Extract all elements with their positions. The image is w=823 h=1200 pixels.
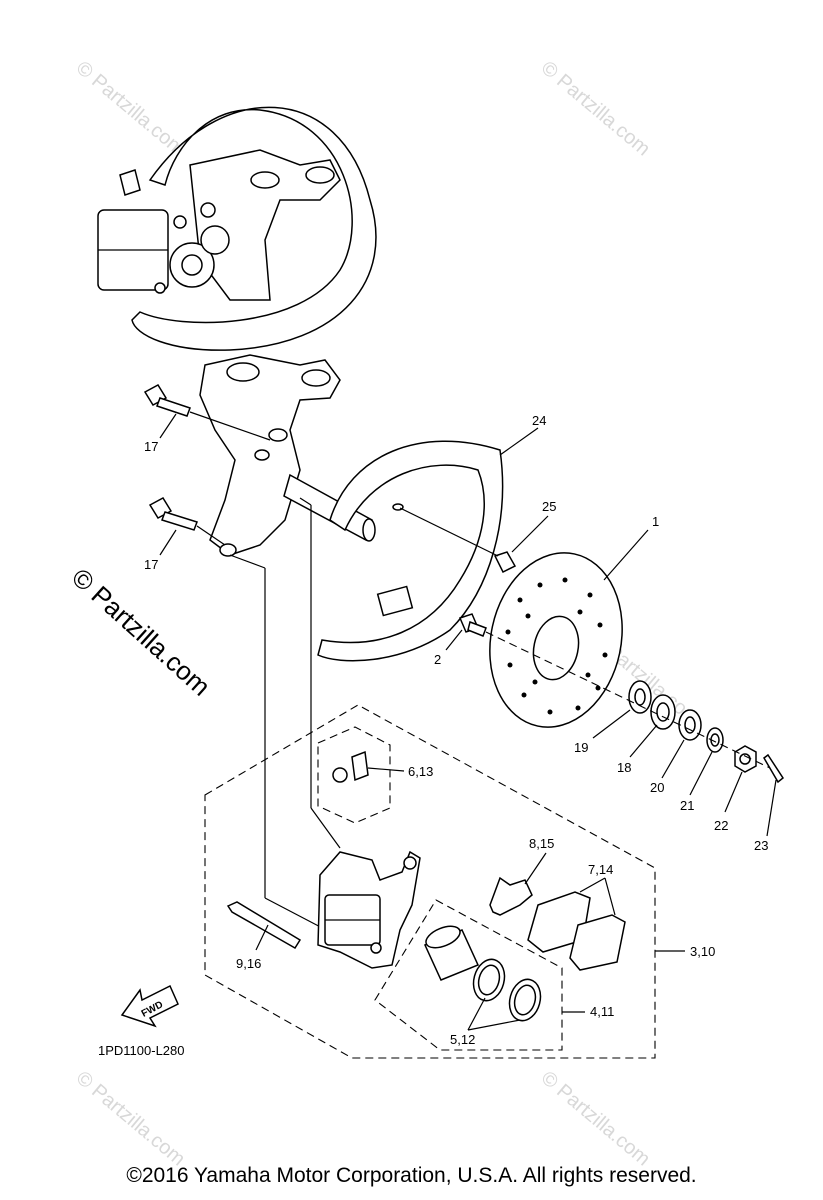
callout-25: 25 [542, 499, 556, 514]
callout-21: 21 [680, 798, 694, 813]
callout-18: 18 [617, 760, 631, 775]
top-assembly-illustration [97, 106, 377, 351]
callout-3-10: 3,10 [690, 944, 715, 959]
watermark-top-left: © Partzilla.com [72, 57, 189, 160]
callout-17-upper: 17 [144, 439, 158, 454]
piston-group-outline [374, 899, 563, 1051]
callout-2: 2 [434, 652, 441, 667]
callout-1: 1 [652, 514, 659, 529]
washer-19 [628, 680, 652, 714]
bolt-17-upper [143, 384, 271, 441]
brake-caliper [317, 850, 421, 969]
callout-8-15: 8,15 [529, 836, 554, 851]
washer-20 [678, 709, 702, 741]
bolt-25 [399, 507, 517, 574]
fwd-arrow-icon: FWD [120, 984, 179, 1028]
guide-pin-9-16 [226, 901, 302, 950]
castle-nut-22 [734, 745, 757, 773]
callout-6-13: 6,13 [408, 764, 433, 779]
watermark-top-right: © Partzilla.com [537, 57, 654, 160]
callout-20: 20 [650, 780, 664, 795]
watermark-large: © Partzilla.com [66, 562, 216, 702]
callout-9-16: 9,16 [236, 956, 261, 971]
bleeder-group-outline [317, 726, 391, 824]
callout-7-14: 7,14 [588, 862, 613, 877]
brake-pads-7-14 [527, 891, 626, 971]
watermark-bottom-right: © Partzilla.com [537, 1067, 654, 1170]
pad-spring-8-15 [489, 876, 533, 916]
piston-4-11 [423, 925, 480, 981]
washer-21 [706, 727, 724, 753]
callout-22: 22 [714, 818, 728, 833]
callout-17-lower: 17 [144, 557, 158, 572]
bolt-2 [458, 613, 487, 637]
caliper-group-outline [204, 704, 656, 1059]
steering-knuckle [199, 354, 376, 557]
bearing-18 [650, 694, 676, 730]
diagram-code: 1PD1100-L280 [98, 1043, 185, 1058]
bleeder-screw-6-13 [332, 750, 369, 783]
copyright-notice: ©2016 Yamaha Motor Corporation, U.S.A. A… [126, 1164, 697, 1187]
brake-disc-1 [489, 552, 623, 728]
callout-labels: 1 24 25 2 17 17 19 18 20 21 22 23 6,13 8… [144, 413, 768, 1047]
callout-19: 19 [574, 740, 588, 755]
callout-24: 24 [532, 413, 546, 428]
seals-5-12 [472, 958, 542, 1022]
callout-5-12: 5,12 [450, 1032, 475, 1047]
cotter-pin-23 [763, 753, 785, 784]
bolt-17-lower [148, 497, 226, 546]
callout-23: 23 [754, 838, 768, 853]
callout-4-11: 4,11 [590, 1004, 614, 1019]
watermark-bottom-left: © Partzilla.com [72, 1067, 189, 1170]
leader-lines [159, 413, 777, 1031]
